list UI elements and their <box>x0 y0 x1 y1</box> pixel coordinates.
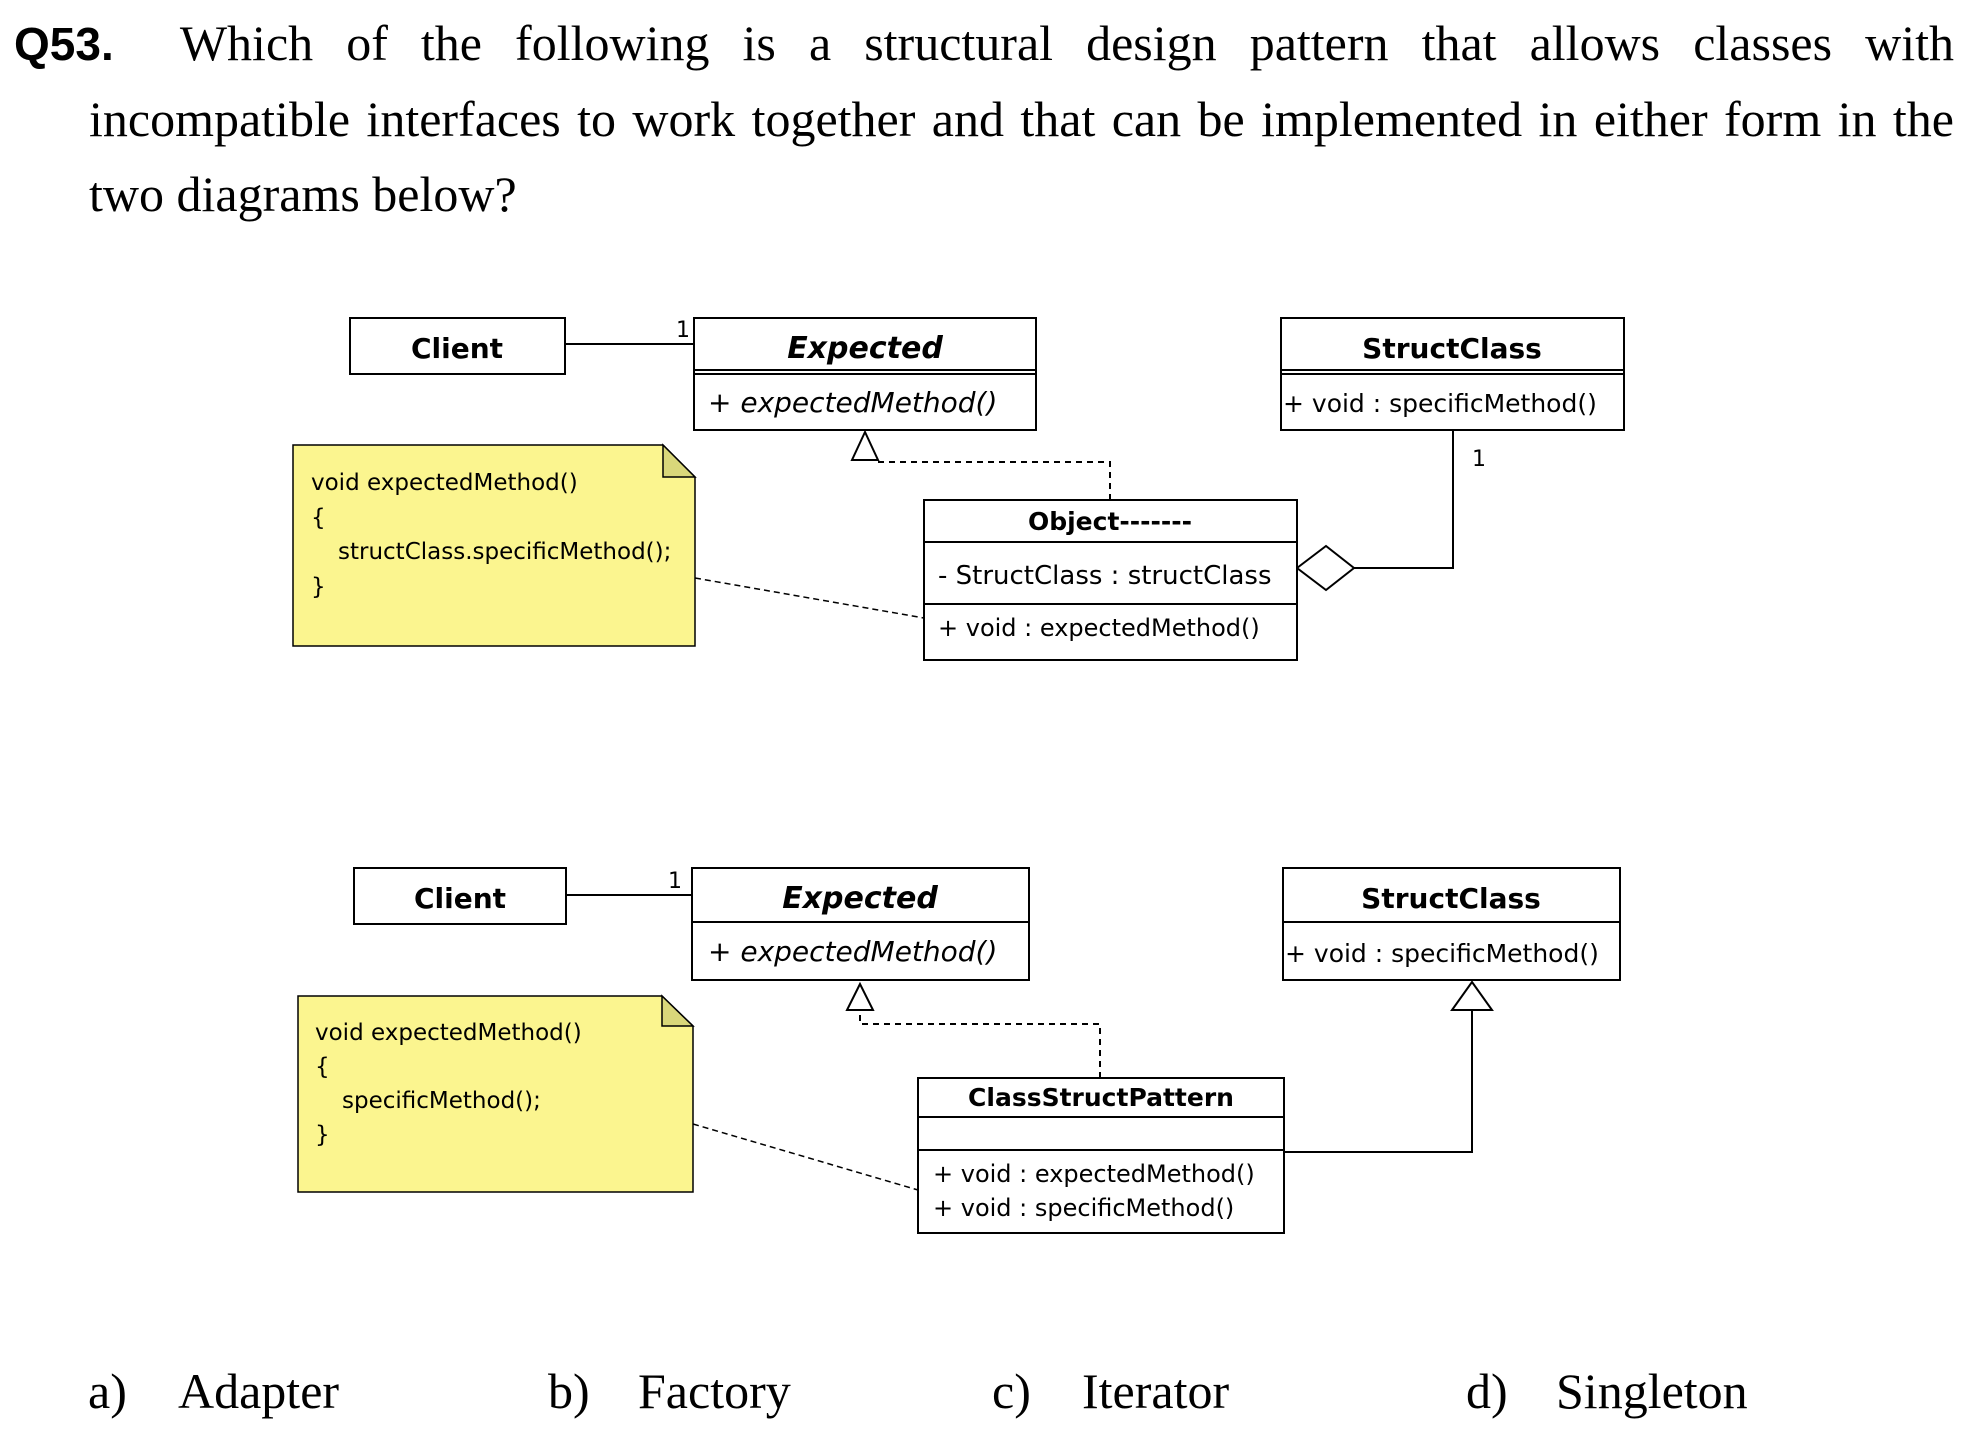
structclass-title: StructClass <box>1361 882 1541 915</box>
client-class-box: Client <box>353 867 567 925</box>
note-line-2: { <box>315 1054 330 1080</box>
expected-method: + expectedMethod() <box>708 935 997 968</box>
expected-method: + expectedMethod() <box>708 386 997 419</box>
note-line-3: structClass.specificMethod(); <box>338 539 671 565</box>
aggregation-line <box>1354 430 1454 569</box>
option-text: Adapter <box>178 1363 340 1419</box>
question-line-2: incompatible interfaces to work together… <box>89 91 1954 147</box>
option-letter: d) <box>1466 1363 1508 1419</box>
structclass-title: StructClass <box>1362 332 1542 365</box>
realization-arrowhead <box>845 981 875 1011</box>
expected-interface-box: Expected + expectedMethod() <box>693 317 1037 431</box>
object-method: + void : expectedMethod() <box>938 614 1260 642</box>
note-line-2: { <box>311 505 326 531</box>
note-anchor-line <box>694 577 925 619</box>
structclass-box: StructClass + void : specificMethod() <box>1282 867 1621 981</box>
note-box: void expectedMethod() { structClass.spec… <box>292 443 697 647</box>
option-d[interactable]: d) Singleton <box>1466 1362 1748 1420</box>
note-line-1: void expectedMethod() <box>315 1020 582 1046</box>
realization-line <box>859 1012 1101 1078</box>
option-letter: b) <box>548 1363 590 1419</box>
client-label: Client <box>411 332 503 365</box>
multiplicity-label: 1 <box>668 869 682 894</box>
answer-options: a) Adapter b) Factory c) Iterator d) Singlet… <box>0 1362 1967 1432</box>
option-b[interactable]: b) Factory <box>548 1362 791 1420</box>
option-text: Singleton <box>1556 1363 1748 1419</box>
note-line-4: } <box>311 574 326 600</box>
expected-interface-box: Expected + expectedMethod() <box>691 867 1030 981</box>
question-text: Q53. Which of the following is a structu… <box>14 6 1954 232</box>
note-line-3: specificMethod(); <box>342 1088 541 1114</box>
client-class-box: Client <box>349 317 566 375</box>
question-line-1: Q53. Which of the following is a structu… <box>14 6 1954 82</box>
diagram-2: Client 1 Expected + expectedMethod() Str… <box>297 867 1621 1234</box>
realization-line <box>878 461 1111 500</box>
client-label: Client <box>414 882 506 915</box>
generalization-line <box>1284 1010 1473 1153</box>
structclass-method: + void : specificMethod() <box>1283 389 1597 418</box>
option-text: Factory <box>638 1363 791 1419</box>
class-struct-pattern-box: ClassStructPattern + void : expectedMeth… <box>917 1077 1285 1234</box>
option-letter: c) <box>992 1363 1031 1419</box>
note-box: void expectedMethod() { specificMethod()… <box>297 994 695 1193</box>
question-line-3: two diagrams below? <box>89 166 517 222</box>
diagram-1: Client 1 Expected + expectedMethod() Str… <box>292 317 1625 661</box>
pattern-method-2: + void : specificMethod() <box>933 1194 1234 1222</box>
generalization-arrowhead <box>1450 980 1494 1011</box>
option-c[interactable]: c) Iterator <box>992 1362 1229 1420</box>
note-line-4: } <box>315 1122 330 1148</box>
aggregation-diamond <box>1295 544 1356 592</box>
note-anchor-line <box>692 1123 919 1191</box>
structclass-method: + void : specificMethod() <box>1285 939 1599 968</box>
pattern-title: ClassStructPattern <box>968 1083 1234 1112</box>
struct-multiplicity-label: 1 <box>1472 447 1486 472</box>
structclass-box: StructClass + void : specificMethod() <box>1280 317 1625 431</box>
option-text: Iterator <box>1082 1363 1230 1419</box>
expected-title: Expected <box>787 331 943 366</box>
object-attribute: - StructClass : structClass <box>938 561 1272 591</box>
expected-title: Expected <box>782 881 938 916</box>
question-number: Q53. <box>14 18 114 70</box>
question-line-1-text: Which of the following is a structural d… <box>179 15 1954 71</box>
multiplicity-label: 1 <box>676 318 690 343</box>
realization-arrowhead <box>850 429 880 461</box>
object-title: Object------- <box>1028 507 1192 536</box>
object-adapter-box: Object------- - StructClass : structClas… <box>923 499 1298 661</box>
note-line-1: void expectedMethod() <box>311 470 578 496</box>
pattern-method-1: + void : expectedMethod() <box>933 1160 1255 1188</box>
option-a[interactable]: a) Adapter <box>88 1362 339 1420</box>
option-letter: a) <box>88 1363 127 1419</box>
